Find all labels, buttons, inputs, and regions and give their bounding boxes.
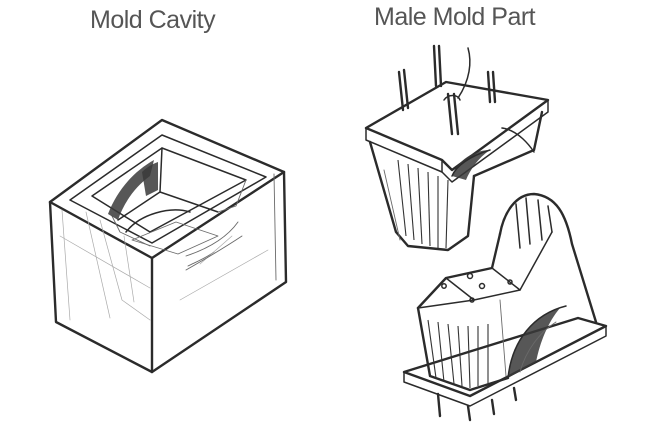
mold-cavity-sketch [48, 118, 288, 374]
male-mold-upper-sketch [364, 44, 550, 252]
male-mold-lower-sketch [402, 192, 608, 422]
male-mold-part-label: Male Mold Part [374, 3, 536, 31]
mold-cavity-label: Mold Cavity [90, 6, 216, 34]
